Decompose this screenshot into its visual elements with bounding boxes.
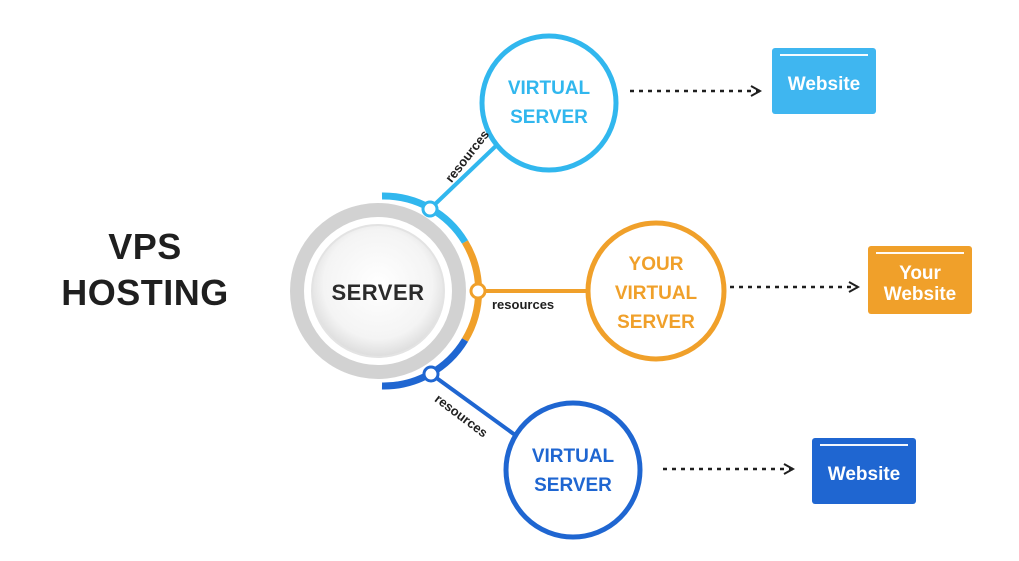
connector-bottom (429, 372, 524, 442)
virtual-server-bottom-label: VIRTUAL SERVER (513, 442, 633, 500)
virtual-server-top-circle (479, 33, 619, 173)
virtual-server-middle-circle (585, 220, 727, 362)
virtual-server-bottom-circle (503, 400, 643, 540)
dot-top (421, 200, 439, 218)
virtual-server-bottom-line-2: SERVER (534, 475, 612, 496)
server-label: SERVER (331, 280, 425, 305)
website-top-label: Website (787, 74, 861, 95)
resources-label-middle: resources (492, 297, 555, 312)
dot-middle (469, 282, 487, 300)
website-box-bottom: Website (812, 438, 916, 504)
virtual-server-bottom-line-1: VIRTUAL (531, 446, 615, 467)
connector-top (428, 140, 502, 211)
virtual-server-top-line-1: VIRTUAL (507, 78, 591, 99)
virtual-server-middle-line-3: SERVER (617, 312, 695, 333)
website-middle-label-line-2: Website (883, 284, 957, 305)
server-core (311, 224, 445, 358)
virtual-server-middle-line-2: VIRTUAL (614, 283, 698, 304)
website-middle-label-line-1: Your (899, 263, 941, 284)
page-title: VPS HOSTING (40, 224, 250, 316)
title-line-1: VPS (108, 226, 182, 267)
title-line-2: HOSTING (61, 272, 229, 313)
website-box-top: Website (772, 48, 876, 114)
website-box-middle: Your Website (868, 246, 972, 314)
virtual-server-middle-label: YOUR VIRTUAL SERVER (596, 250, 716, 337)
virtual-server-middle-line-1: YOUR (628, 254, 684, 275)
website-bottom-label: Website (827, 464, 901, 485)
virtual-server-top-line-2: SERVER (510, 107, 588, 128)
dot-bottom (422, 365, 440, 383)
virtual-server-top-label: VIRTUAL SERVER (489, 74, 609, 132)
